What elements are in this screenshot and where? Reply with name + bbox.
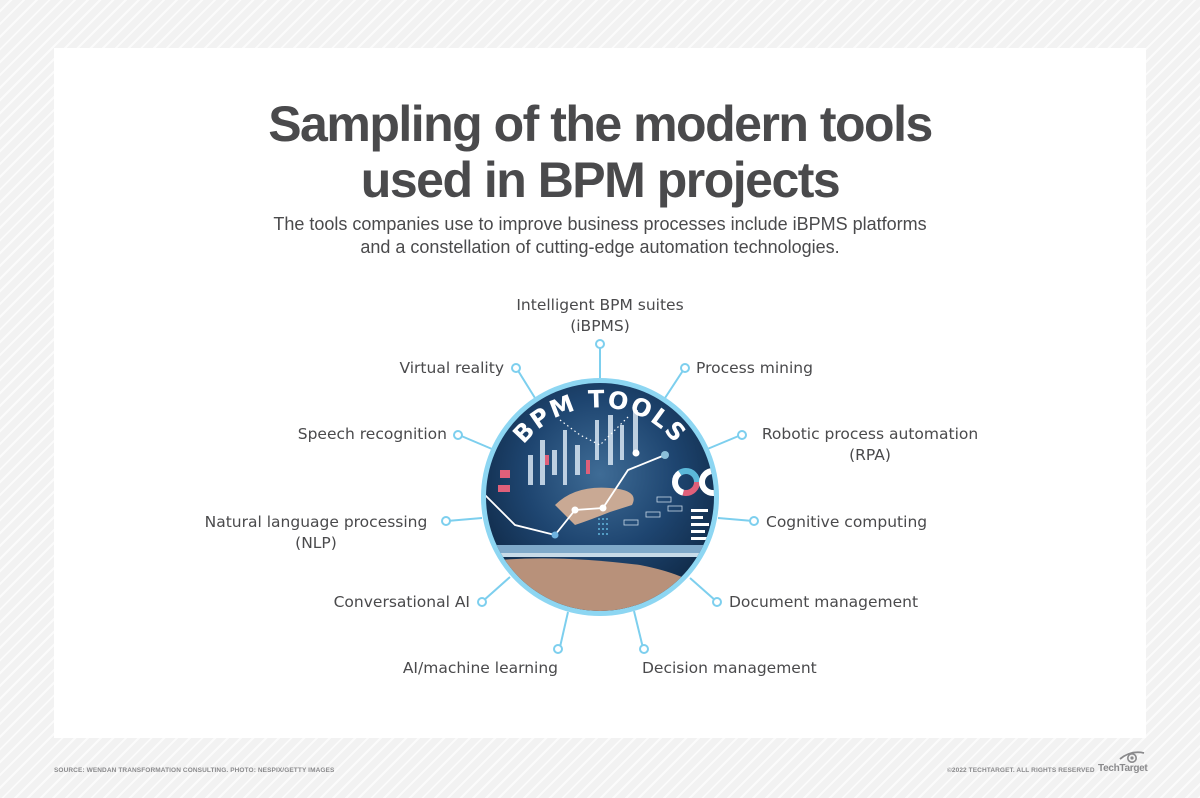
hub-circle: BPM TOOLS [481, 378, 719, 616]
tool-label-conversational-ai: Conversational AI [333, 593, 470, 611]
subtitle-line-1: The tools companies use to improve busin… [273, 214, 927, 234]
page-subtitle: The tools companies use to improve busin… [0, 213, 1200, 259]
page-title: Sampling of the modern tools used in BPM… [0, 96, 1200, 208]
copyright-notice: ©2022 TECHTARGET. ALL RIGHTS RESERVED [947, 767, 1095, 774]
tool-label-document-management: Document management [729, 593, 919, 611]
tool-label-cognitive-computing: Cognitive computing [766, 513, 928, 531]
connector-lines [446, 348, 754, 649]
tool-label-nlp: Natural language processing (NLP) [204, 513, 428, 552]
title-line-2: used in BPM projects [360, 152, 841, 208]
techtarget-logo: TechTarget [1098, 750, 1148, 778]
tool-label-virtual-reality: Virtual reality [399, 359, 504, 377]
eye-icon [1119, 751, 1145, 763]
hub-image [486, 410, 714, 611]
tool-label-ibpms: Intelligent BPM suites (iBPMS) [516, 296, 684, 335]
tool-label-decision-management: Decision management [642, 659, 817, 677]
source-credit: SOURCE: WENDAN TRANSFORMATION CONSULTING… [54, 767, 335, 774]
connector-nodes [441, 339, 759, 654]
tool-label-rpa: Robotic process automation (RPA) [761, 425, 979, 464]
subtitle-line-2: and a constellation of cutting-edge auto… [360, 237, 840, 257]
tool-label-ai-ml: AI/machine learning [402, 659, 558, 677]
title-line-1: Sampling of the modern tools [268, 96, 933, 152]
tool-label-speech-recognition: Speech recognition [297, 425, 447, 443]
tool-label-process-mining: Process mining [696, 359, 813, 377]
